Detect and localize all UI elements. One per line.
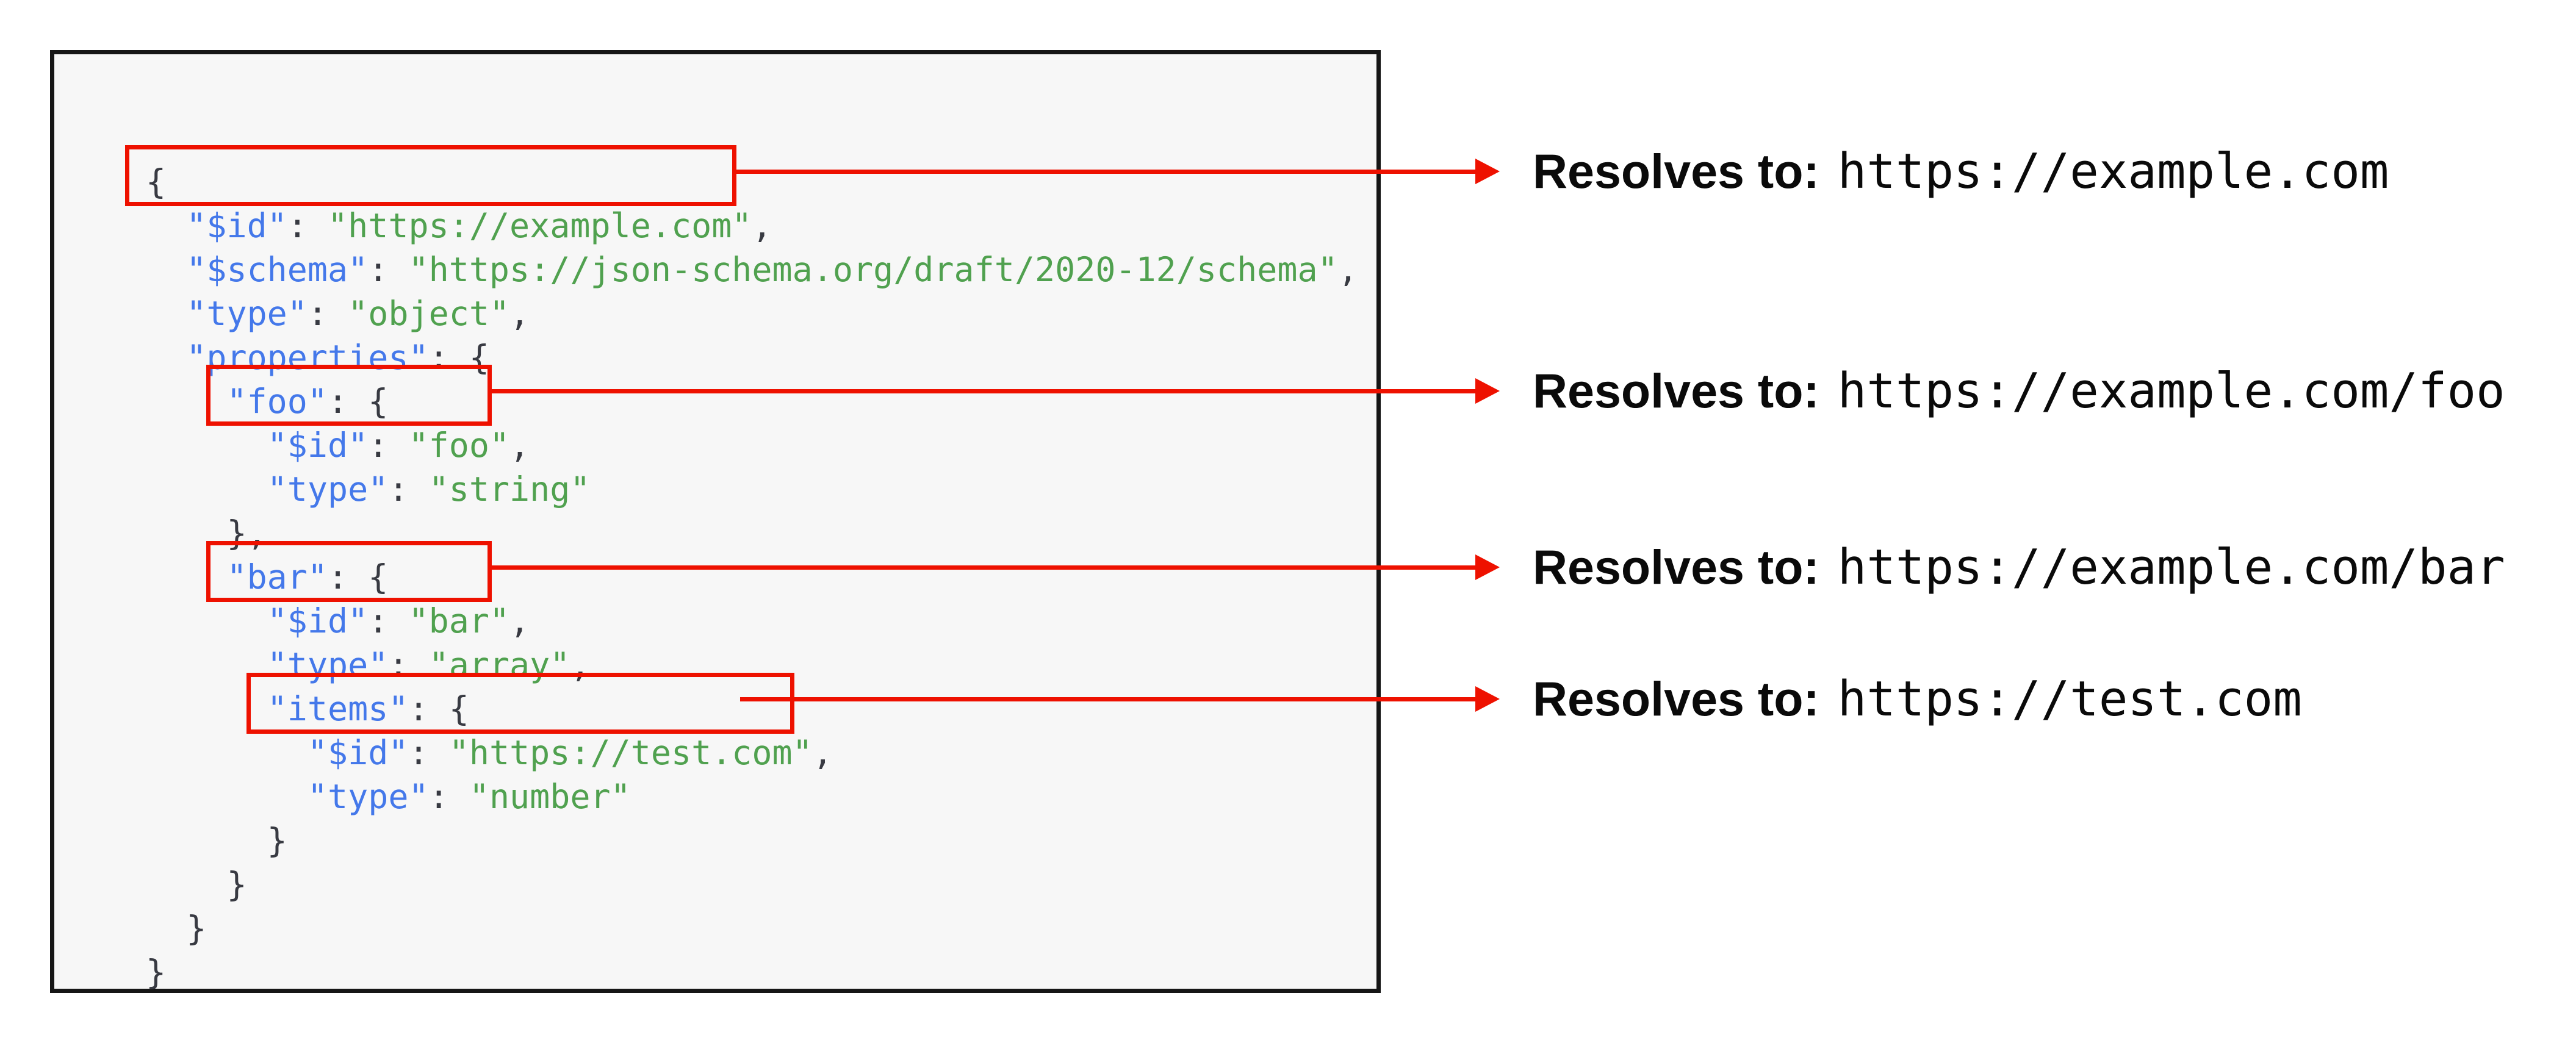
highlight-box-root-id <box>125 145 736 206</box>
json-code: { "$id": "https://example.com", "$schema… <box>146 160 1358 994</box>
code-line: "properties": { <box>186 338 489 377</box>
code-line: "bar": { <box>226 557 389 597</box>
code-line: } <box>146 865 247 904</box>
resolved-url: https://example.com/bar <box>1837 539 2505 595</box>
arrow-shaft <box>487 389 1478 393</box>
code-line: "type": "array", <box>267 645 591 684</box>
resolved-url: https://example.com <box>1837 143 2389 199</box>
arrow-shaft <box>732 170 1478 174</box>
code-line: } <box>146 821 287 860</box>
code-panel: { "$id": "https://example.com", "$schema… <box>50 50 1381 993</box>
resolves-to-label: Resolves to: <box>1533 144 1819 198</box>
code-line: "foo": { <box>226 382 389 421</box>
arrow-shaft <box>487 565 1478 570</box>
highlight-box-bar-id <box>206 541 492 602</box>
resolves-to-label: Resolves to: <box>1533 540 1819 594</box>
code-line: "$schema": "https://json-schema.org/draf… <box>186 250 1358 289</box>
code-line: "$id": "https://test.com", <box>307 733 833 772</box>
resolve-annotation-test: Resolves to: https://test.com <box>1533 665 2302 733</box>
arrow-head-icon <box>1475 686 1500 712</box>
resolved-url: https://test.com <box>1837 671 2302 727</box>
resolved-url: https://example.com/foo <box>1837 363 2505 419</box>
resolve-annotation-foo: Resolves to: https://example.com/foo <box>1533 357 2505 425</box>
arrow-head-icon <box>1475 159 1500 184</box>
arrow-shaft <box>740 697 1478 701</box>
code-line: } <box>146 953 167 992</box>
resolve-annotation-root: Resolves to: https://example.com <box>1533 138 2389 205</box>
code-line: }, <box>146 514 267 553</box>
code-line: { <box>146 162 167 201</box>
code-line: "type": "object", <box>186 294 530 333</box>
resolve-annotation-bar: Resolves to: https://example.com/bar <box>1533 534 2505 601</box>
code-line: "type": "number" <box>307 777 631 816</box>
code-line: "type": "string" <box>267 470 591 509</box>
code-line: "$id": "https://example.com", <box>186 206 772 245</box>
code-line: "items": { <box>267 689 469 728</box>
resolves-to-label: Resolves to: <box>1533 364 1819 418</box>
arrow-head-icon <box>1475 378 1500 404</box>
code-line: } <box>146 909 207 948</box>
highlight-box-test-id <box>246 673 794 734</box>
highlight-box-foo-id <box>206 365 492 426</box>
code-line: "$id": "bar", <box>267 601 530 640</box>
resolves-to-label: Resolves to: <box>1533 672 1819 726</box>
arrow-head-icon <box>1475 554 1500 580</box>
code-line: "$id": "foo", <box>267 426 530 465</box>
